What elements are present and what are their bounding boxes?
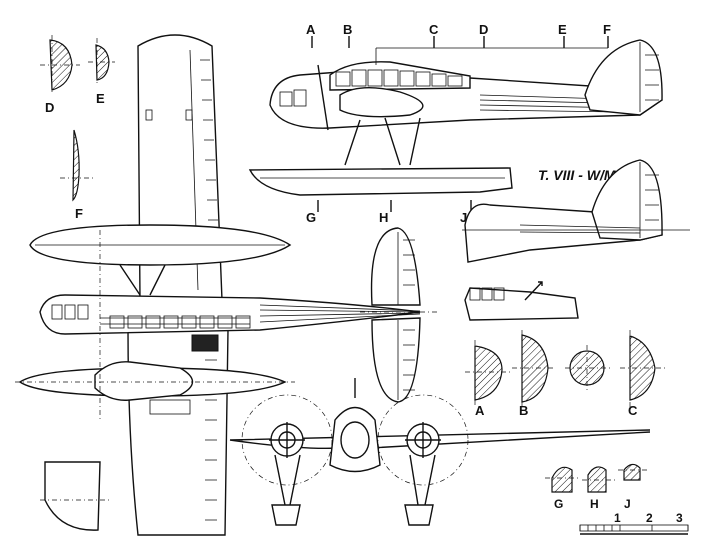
front-view [229,378,651,526]
sections-right [465,330,665,410]
section-label-h: H [590,497,599,511]
plan-lower-wing [127,329,229,536]
station-label-h: H [379,210,388,225]
wing-tip-detail [44,461,101,531]
scale-tick-2: 2 [646,511,653,525]
station-label-g: G [306,210,316,225]
drawing-title: T. VIII - W/M [538,167,616,183]
section-label-c: C [628,403,638,418]
scale-tick-1: 1 [614,511,621,525]
section-label-a: A [475,403,485,418]
side-tail-fin [584,39,663,116]
station-label-a: A [306,22,316,37]
sections-floats [545,463,650,493]
side-float [248,167,513,196]
station-label-f: F [603,22,611,37]
section-label-e: E [96,91,105,106]
sections-left [40,35,115,202]
scale-bar [579,524,689,535]
plan-view [15,34,440,536]
section-label-f: F [75,206,83,221]
section-label-b: B [519,403,528,418]
station-label-j: J [460,210,467,225]
station-label-c: C [429,22,439,37]
station-label-d: D [479,22,488,37]
alternate-side-view [462,159,690,321]
scale-tick-3: 3 [676,511,683,525]
section-label-g: G [554,497,563,511]
station-label-b: B [343,22,352,37]
front-fuselage [329,406,381,473]
section-label-j: J [624,497,631,511]
station-label-e: E [558,22,567,37]
plan-tail-fin [370,227,421,306]
section-label-d: D [45,100,54,115]
side-view [248,36,663,212]
